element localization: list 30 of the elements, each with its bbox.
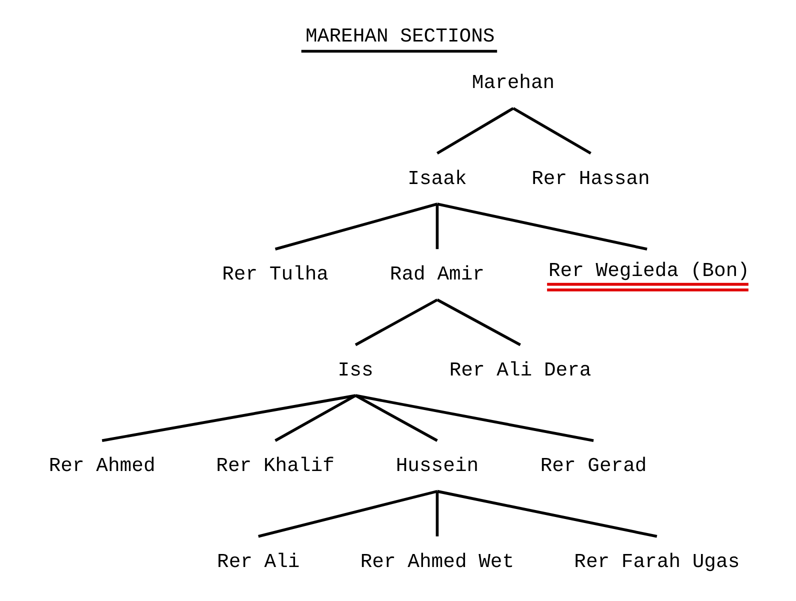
node-text: Rer Khalif [216,455,334,478]
connector [435,204,438,250]
node-text: Rer Gerad [540,455,646,478]
connector [435,491,438,536]
connector [354,394,438,442]
node-text: Marehan [471,72,554,94]
node-text: Rer Ali [216,550,300,573]
connector [101,394,356,442]
diagram-title: MAREHAN SECTIONS [305,26,494,48]
connector [436,490,657,538]
node-text: Rer Farah Ugas [574,550,740,573]
node-text: Rer Hassan [531,168,650,190]
node-label: Rer Wegieda (Bon) [548,260,749,282]
connector [274,394,356,442]
connector [274,202,438,250]
connector [354,394,594,442]
node-text: Isaak [407,168,466,190]
node-text: Rad Amir [389,264,484,286]
node-text: Rer Tulha [222,264,328,286]
node-text: Rer Ahmed [48,455,155,478]
connector [354,298,438,346]
node-text: Rer Ali Dera [448,359,591,382]
node-text: Hussein [395,455,478,478]
connector [512,107,591,155]
connector [258,490,438,538]
connector [436,202,647,250]
connector [436,298,520,346]
node-text: Iss [337,359,373,382]
connector [436,107,514,155]
node-text: Rer Ahmed Wet [360,550,514,573]
